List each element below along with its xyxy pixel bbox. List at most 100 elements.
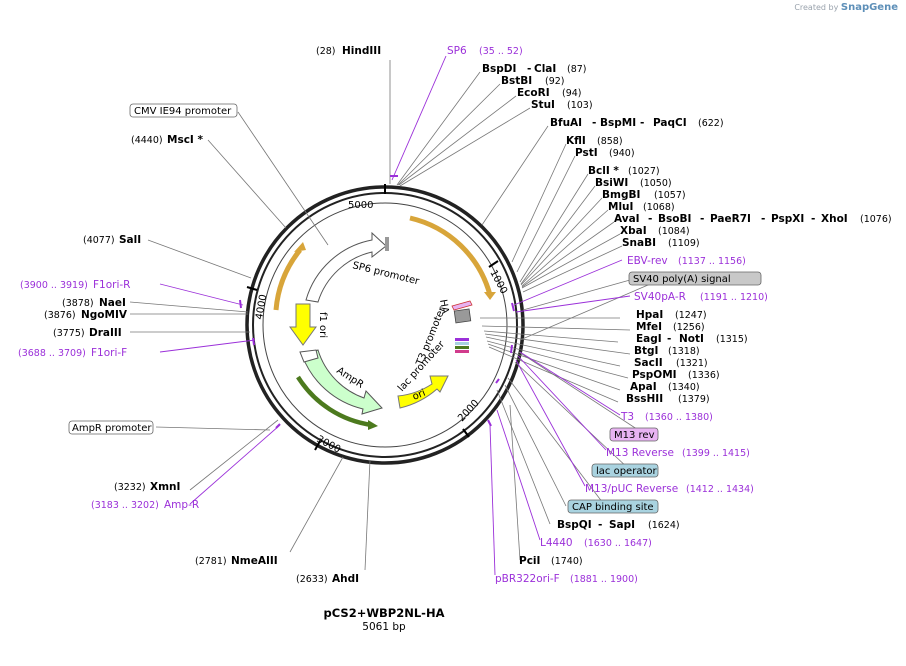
primer-amp-r: Amp-R [164,499,199,511]
m13-rev-box [609,427,659,442]
enzyme-bsiwi: BsiWI [595,177,628,189]
primer-m13-puc-reverse-range: (1412 .. 1434) [686,484,754,495]
enzyme-noti: NotI [679,333,704,345]
enzyme-snabi-pos: (1109) [668,238,700,249]
enzyme-mlui: MluI [608,201,633,213]
enzyme-bspmi-sep: - [640,117,644,129]
sv40-polya-box [628,271,762,286]
enzyme-paer7i-sep: - [761,213,765,225]
enzyme-bsshii: BssHII [626,393,663,405]
enzyme-hpai: HpaI [636,309,663,321]
enzyme-psti: PstI [575,147,598,159]
enzyme-kfli-pos: (858) [597,136,623,147]
primer-f1ori-r: F1ori-R [93,279,130,291]
enzyme-ecori-pos: (94) [562,88,582,99]
enzyme-pcii-pos: (1740) [551,556,583,567]
cmv-ie94-promoter-label: CMV IE94 promoter [134,106,232,117]
ebv-small-feature [451,300,473,311]
enzyme-pcii: PciI [519,555,540,567]
tick-label-5000: 5000 [348,200,373,211]
plasmid-size: 5061 bp [362,621,406,633]
enzyme-draiii: DraIII [89,327,122,339]
enzyme-leaders [129,60,656,571]
enzyme-btgi: BtgI [634,345,658,357]
enzyme-bspdi-sep: - [527,63,531,75]
enzyme-btgi-pos: (1318) [668,346,700,357]
feature-label-ori: ori [411,388,427,403]
enzyme-eagi-sep: - [667,333,671,345]
orange-arc-cmv-head [484,292,496,300]
enzyme-xbai-pos: (1084) [658,226,690,237]
primer-ebv-rev-range: (1137 .. 1156) [678,256,746,267]
enzyme-mfei-pos: (1256) [673,322,705,333]
enzyme-hpai-pos: (1247) [675,310,707,321]
enzyme-ahdi-pos: (2633) [296,574,328,585]
enzyme-mlui-pos: (1068) [643,202,675,213]
ori-arrow [397,375,449,409]
primer-f1ori-f: F1ori-F [91,347,127,359]
primer-m13-puc-reverse: M13/pUC Reverse [585,483,678,495]
enzyme-bfuai-sep: - [592,117,596,129]
enzyme-draiii-pos: (3775) [53,328,85,339]
primer-f1ori-f-range: (3688 .. 3709) [18,348,86,359]
enzyme-hindiii: HindIII [342,45,381,57]
primer-sp6-range: (35 .. 52) [479,46,523,57]
snapgene-watermark: Created by SnapGene [794,2,898,13]
enzyme-naei-pos: (3878) [62,298,94,309]
sp6-promoter-arrow [305,231,387,303]
primer-pbr322ori-f: pBR322ori-F [495,573,560,585]
enzyme-bmgbi-pos: (1057) [654,190,686,201]
cap-binding-site-box [567,499,659,514]
enzyme-clai: ClaI [534,63,556,75]
backbone-outer [245,185,525,465]
enzyme-ngomiv: NgoMIV [81,309,128,321]
enzyme-bstbi-pos: (92) [545,76,565,87]
enzyme-clai-pos: (87) [567,64,587,75]
lac-operator-box [591,463,659,478]
enzyme-xbai: XbaI [620,225,647,237]
watermark-text: Created by [794,3,839,12]
primer-amp-r-range: (3183 .. 3202) [91,500,159,511]
plasmid-name: pCS2+WBP2NL-HA [324,606,445,620]
enzyme-paer7i: PaeR7I [710,213,751,225]
enzyme-bcli-pos: (1027) [628,166,660,177]
enzyme-eagi: EagI [636,333,662,345]
enzyme-avai-sep: - [648,213,652,225]
enzyme-bsobi: BsoBI [658,213,691,225]
enzyme-bsobi-sep: - [700,213,704,225]
ampr-arrow [301,349,383,415]
enzyme-nmeaiii-pos: (2781) [195,556,227,567]
tick-marks [246,184,499,451]
orange-arc-cmv [409,215,493,296]
enzyme-xhoi-pos: (1076) [860,214,892,225]
enzyme-kfli: KflI [566,135,586,147]
ampr-green-arc-head [368,420,378,430]
enzyme-ngomiv-pos: (3876) [44,310,76,321]
snapgene-logo: SnapGene [840,2,898,13]
enzyme-sacii-pos: (1321) [676,358,708,369]
enzyme-apai-pos: (1340) [668,382,700,393]
enzyme-bspqi: BspQI [557,519,592,531]
f1-ori-arrow [289,303,317,346]
enzyme-msci: MscI * [167,134,203,146]
enzyme-ecori: EcoRI [517,87,550,99]
tick-label-4000: 4000 [254,294,269,321]
backbone-inner [252,192,518,458]
enzyme-mfei: MfeI [636,321,662,333]
enzyme-bspdi: BspDI [482,63,516,75]
enzyme-nmeaiii: NmeAIII [231,555,278,567]
primer-m13-reverse-range: (1399 .. 1415) [682,448,750,459]
mcs-cluster [455,338,469,353]
enzyme-stui: StuI [531,99,555,111]
enzyme-bsshii-pos: (1379) [678,394,710,405]
enzyme-xhoi: XhoI [821,213,848,225]
enzyme-avai: AvaI [614,213,640,225]
ampr-green-arc [296,375,373,428]
inner-ring [262,202,508,448]
primer-m13-reverse: M13 Reverse [606,447,674,459]
enzyme-hindiii-pos: (28) [316,46,336,57]
enzyme-xmni: XmnI [150,481,180,493]
cap-binding-site-label: CAP binding site [572,502,654,513]
enzyme-bstbi: BstBI [501,75,532,87]
